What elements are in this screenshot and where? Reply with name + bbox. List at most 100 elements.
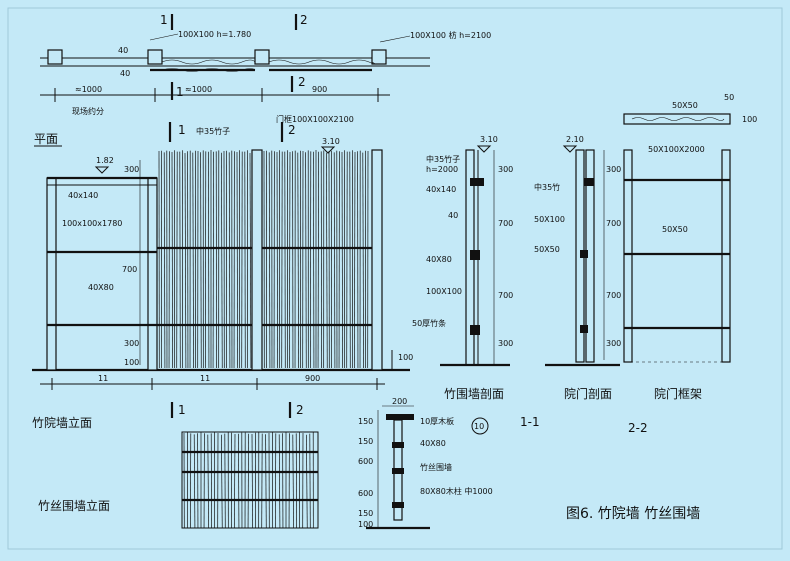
s1-40: 40: [448, 211, 458, 220]
s1-40x140: 40x140: [426, 185, 456, 194]
section-1-mark-mid: 1: [176, 85, 184, 99]
frame-top-50x50: 50X50: [672, 101, 698, 110]
bamboo-stalk: [221, 435, 222, 528]
fs-dim-100: 100: [358, 520, 373, 529]
s1-40x80: 40X80: [426, 255, 452, 264]
fence-section: 200 150 10厚木板 150 40X80 600 竹丝围墙 600 80X…: [358, 397, 493, 529]
section-2-mark-top: 2: [300, 13, 308, 27]
fs-dim-150b: 150: [358, 437, 373, 446]
bamboo-stalk: [318, 152, 319, 368]
s2-rail-mid: [580, 250, 588, 258]
s2-dim-700a: 700: [606, 219, 621, 228]
elevation-title: 竹院墙立面: [32, 415, 92, 430]
frame-top-plan: [624, 114, 730, 124]
fs-dim-150a: 150: [358, 417, 373, 426]
s1-height: h=2000: [426, 165, 458, 174]
s2-rail-bot: [580, 325, 588, 333]
plan-dim-40a: 40: [118, 46, 128, 55]
bamboo-stalk: [237, 152, 238, 368]
s2-50x50: 50X50: [534, 245, 560, 254]
bamboo-stalk: [277, 152, 278, 368]
elev-post-spec: 100x100x1780: [62, 219, 122, 228]
plan-post-spec-2: 100X100 枋 h=2100: [410, 30, 491, 40]
fence-sec1: 1: [178, 403, 186, 417]
plan-post-4: [372, 50, 386, 64]
fs-dim-600b: 600: [358, 489, 373, 498]
bamboo-stalk: [269, 152, 270, 368]
elev-dim-100: 100: [124, 358, 139, 367]
fs-cap: [386, 414, 414, 420]
fence-sec2: 2: [296, 403, 304, 417]
plan-dim-1000a: ≈1000: [75, 85, 102, 94]
bamboo-stalk: [193, 153, 194, 368]
s1-mark: 1-1: [520, 415, 540, 429]
s1-base: 50厚竹条: [412, 318, 446, 328]
bamboo-panel-left: [159, 150, 251, 368]
fence-panel: [182, 432, 318, 528]
bamboo-stalk: [342, 152, 343, 368]
plan-view: 1 2 100X100 h=1.780 100X100 枋 h=2100 40 …: [34, 13, 491, 146]
fence-title: 竹丝围墙立面: [38, 498, 110, 513]
bamboo-stalk: [306, 435, 307, 528]
s1-dim-700b: 700: [498, 291, 513, 300]
fs-rail-1: [392, 442, 404, 448]
frame-title: 院门框架: [654, 386, 702, 401]
section-1-1: 3.10 中35竹子 h=2000 40x140 40 40X80 100X10…: [412, 135, 540, 429]
bamboo-stalk: [221, 153, 222, 368]
s1-rail-top: [470, 178, 484, 186]
bamboo-stalk: [279, 434, 280, 528]
level-182: 1.82: [96, 156, 114, 165]
fs-circle-label: 10: [474, 422, 484, 431]
elev-post-left: [47, 178, 56, 370]
bamboo-stalk: [306, 152, 307, 368]
bamboo-stalk: [213, 152, 214, 368]
wall-elevation: 1 中35竹子 2 门框100X100X2100 3.10 1.82 300 4…: [32, 114, 413, 430]
bamboo-stalk: [194, 434, 195, 528]
bamboo-stalk: [238, 434, 239, 528]
s2-dim-300: 300: [606, 165, 621, 174]
plan-dim-900: 900: [312, 85, 327, 94]
s1-100x100: 100X100: [426, 287, 462, 296]
fs-dim-600a: 600: [358, 457, 373, 466]
section-2-mark-mid: 2: [298, 75, 306, 89]
elev-dim-300top: 300: [124, 165, 139, 174]
fs-200: 200: [392, 397, 407, 406]
frame-top-100: 100: [742, 115, 757, 124]
bamboo-stalk: [208, 152, 209, 368]
bamboo-stalk: [248, 434, 249, 528]
fs-cap-label: 10厚木板: [420, 416, 454, 426]
bamboo-stalk: [334, 152, 335, 368]
s1-title: 竹围墙剖面: [444, 387, 504, 401]
plan-dim-1000b: ≈1000: [185, 85, 212, 94]
frame-post-right: [722, 150, 730, 362]
plan-post-3: [255, 50, 269, 64]
s1-bamboo: 中35竹子: [426, 154, 460, 164]
s2-bamboo: 中35竹: [534, 182, 560, 192]
bamboo-stalk: [252, 434, 253, 528]
bamboo-stalk: [229, 152, 230, 368]
bamboo-stalk: [326, 153, 327, 368]
level-310: 3.10: [322, 137, 340, 146]
fs-post-label: 80X80木柱 中1000: [420, 486, 493, 496]
elev-dim-b: 11: [200, 374, 210, 383]
bamboo-stalk: [234, 434, 235, 528]
s1-dim-300b: 300: [498, 339, 513, 348]
bamboo-spec: 中35竹子: [196, 126, 230, 136]
bamboo-panel-right: [264, 150, 368, 368]
frame-post-left: [624, 150, 632, 362]
s2-dim-300b: 300: [606, 339, 621, 348]
elev-post-right: [372, 150, 382, 370]
fence-weave: [184, 432, 313, 528]
elev-40x80: 40X80: [88, 283, 114, 292]
bamboo-stalk: [208, 435, 209, 528]
s1-rail-mid: [470, 250, 480, 260]
bamboo-stalk: [298, 153, 299, 368]
elev-post-mid: [148, 178, 157, 370]
elev-dim-300bot: 300: [124, 339, 139, 348]
frame-inner: 50X50: [662, 225, 688, 234]
s1-dim-300t: 300: [498, 165, 513, 174]
door-frame-spec: 门框100X100X2100: [276, 114, 354, 124]
fs-rail-2: [392, 468, 404, 474]
